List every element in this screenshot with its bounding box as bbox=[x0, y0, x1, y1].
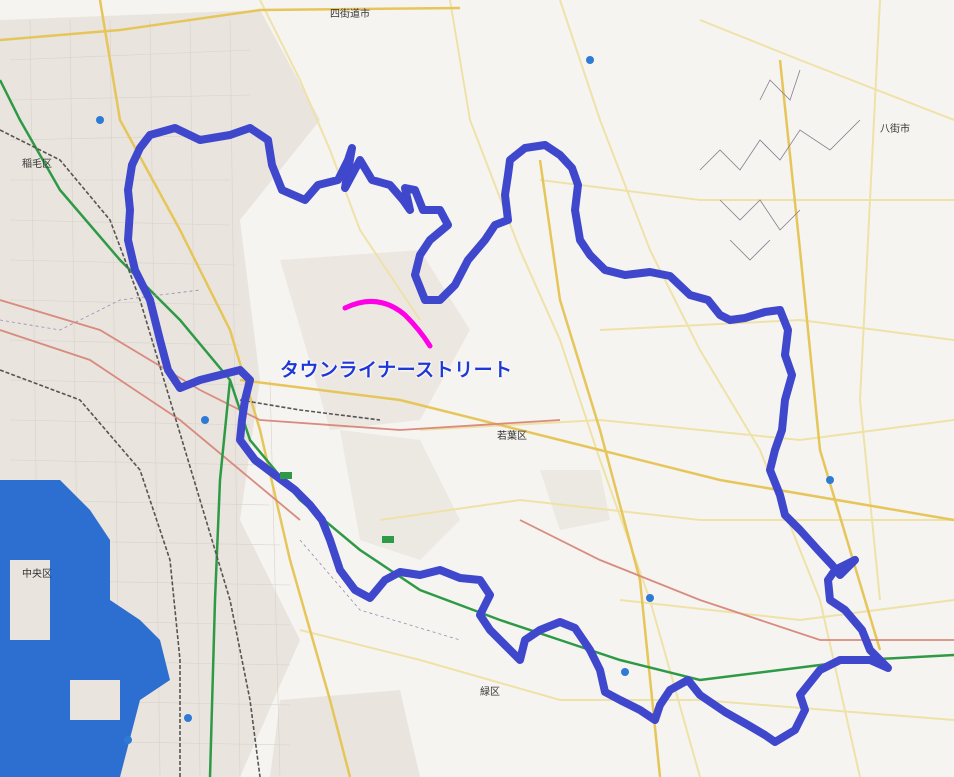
expressway bbox=[0, 79, 954, 777]
place-label-yachimata: 八街市 bbox=[880, 124, 910, 135]
ward-boundaries bbox=[0, 289, 461, 641]
highlighted-street-label: タウンライナーストリート bbox=[280, 359, 513, 381]
place-label-chuo: 中央区 bbox=[22, 569, 52, 580]
sea bbox=[0, 480, 170, 777]
place-label-inage: 稲毛区 bbox=[22, 159, 52, 170]
place-label-yotsukaido: 四街道市 bbox=[330, 9, 370, 20]
place-label-wakaba: 若葉区 bbox=[497, 431, 527, 442]
street-grid bbox=[9, 19, 291, 777]
highlighted-street-route[interactable] bbox=[342, 298, 433, 349]
place-label-midori: 緑区 bbox=[480, 687, 500, 698]
terrain-lines bbox=[699, 69, 861, 261]
district-boundary bbox=[124, 124, 892, 746]
route-shields bbox=[96, 56, 834, 744]
railways bbox=[0, 129, 381, 777]
